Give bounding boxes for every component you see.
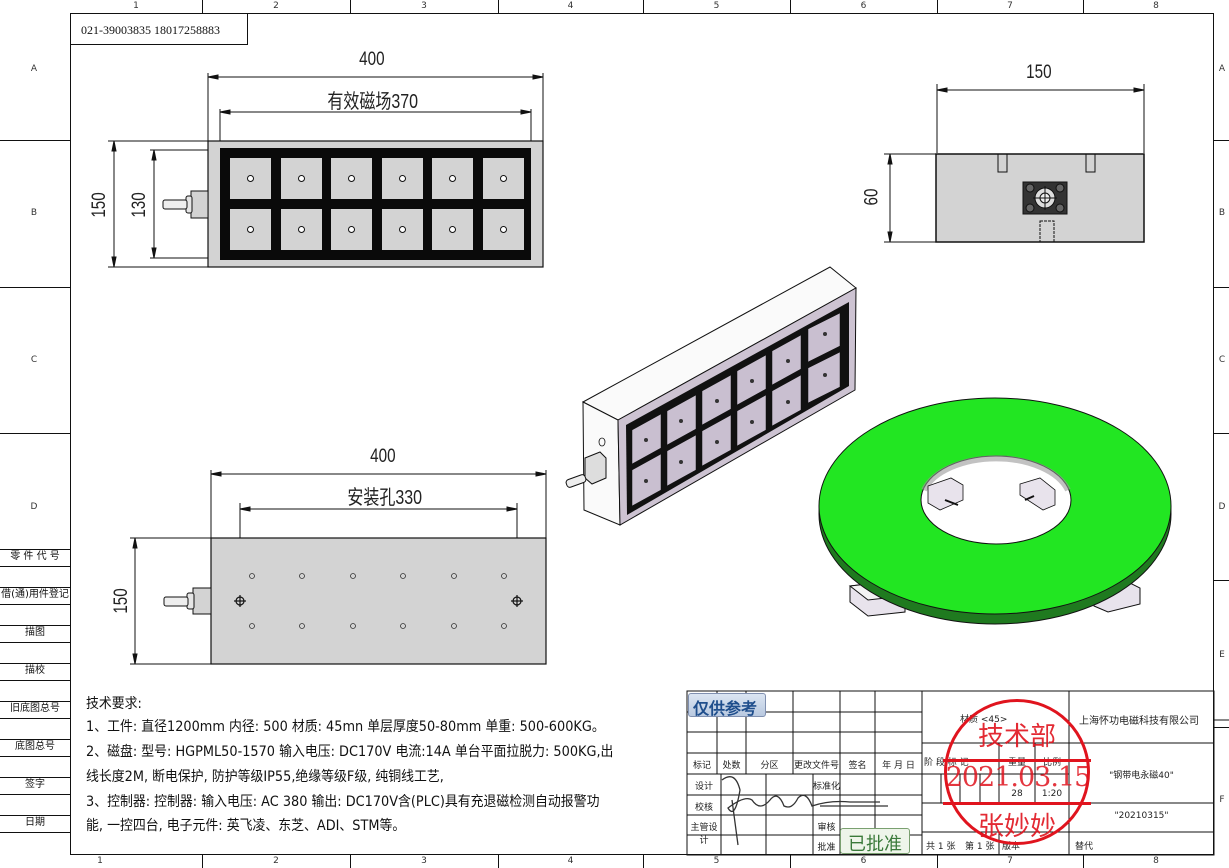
role-standardization: 标准化 [813, 782, 841, 792]
replaces-label: 替代 [1075, 842, 1094, 852]
zone-row-e-right: E [1219, 650, 1225, 660]
reference-only-text: 仅供参考 [693, 699, 758, 718]
tech-req-line-2: 2、磁盘: 型号: HGPML50-1570 输入电压: DC170V 电流:1… [86, 744, 614, 760]
zone-row-b: B [30, 208, 38, 218]
zone-col-7: 7 [1007, 1, 1013, 11]
left-record-strip: 零 件 代 号 借(通)用件登记 描图 描校 旧底图总号 底图总号 签字 日期 [0, 549, 70, 843]
strip-borrow-register: 借(通)用件登记 [0, 587, 70, 605]
zone-col-1: 1 [133, 1, 139, 11]
seal-date: 2021.03.15 [945, 762, 1092, 793]
rev-header-mark: 标记 [692, 761, 711, 771]
tech-req-line-3: 线长度2M, 断电保护, 防护等级IP55,绝缘等级F级, 纯铜线工艺, [86, 769, 444, 785]
seal-name: 张妙妙 [977, 812, 1056, 842]
zone-col-2-bottom: 2 [273, 856, 279, 866]
zone-col-6: 6 [860, 1, 867, 11]
zone-row-a-right: A [1218, 64, 1226, 74]
rev-header-date: 年 月 日 [882, 761, 915, 771]
rev-header-count: 处数 [722, 761, 741, 771]
magnetic-pole [432, 209, 473, 250]
role-approve: 批准 [817, 843, 836, 853]
zone-col-8-bottom: 8 [1153, 856, 1159, 866]
zone-row-f-right: F [1219, 795, 1225, 805]
magnetic-pole [331, 158, 372, 199]
approved-stamp: 已批准 [840, 828, 910, 855]
tech-requirements-title: 技术要求: [86, 696, 142, 712]
magnetic-pole [482, 158, 524, 199]
zone-col-8: 8 [1153, 1, 1159, 11]
front-dim-overall-width: 400 [359, 49, 385, 70]
zone-row-c-right: C [1218, 355, 1226, 365]
reference-only-stamp: 仅供参考 [688, 693, 766, 718]
rev-header-change-doc: 更改文件号 [793, 761, 839, 771]
zone-col-4: 4 [567, 1, 574, 11]
magnetic-pole [482, 209, 524, 250]
zone-row-d-right: D [1218, 502, 1226, 512]
sheet-number: 第 1 张 [965, 842, 995, 852]
role-check: 校核 [694, 803, 713, 813]
tech-req-line-4: 3、控制器: 控制器: 输入电压: AC 380 输出: DC170V含(PLC… [86, 794, 600, 810]
zone-col-2: 2 [273, 1, 279, 11]
zone-col-5-bottom: 5 [713, 856, 720, 866]
drawing-name: "钢带电永磁40" [1109, 771, 1174, 781]
magnetic-pole [331, 209, 372, 250]
rev-header-zone: 分区 [760, 761, 779, 771]
magnetic-pole [280, 209, 322, 250]
zone-col-6-bottom: 6 [860, 856, 867, 866]
department-seal: 技术部 2021.03.15 张妙妙 [943, 699, 1092, 845]
zone-col-7-bottom: 7 [1007, 856, 1013, 866]
drawing-frame [70, 13, 1214, 855]
approved-text: 已批准 [848, 834, 902, 855]
tech-req-line-5: 能, 一控四台, 电子元件: 英飞凌、东芝、ADI、STM等。 [86, 818, 406, 834]
zone-col-3: 3 [421, 1, 427, 11]
bottom-dim-overall-width: 400 [370, 446, 396, 467]
role-design: 设计 [694, 782, 713, 792]
contact-box: 021-39003835 18017258883 [70, 13, 248, 45]
zone-row-c: C [30, 355, 38, 365]
bottom-dim-mount-holes: 安装孔330 [347, 487, 423, 509]
zone-row-a: A [30, 64, 38, 74]
zone-col-4-bottom: 4 [567, 856, 574, 866]
role-chief-design: 主管设计 [690, 823, 718, 846]
version-label: 版本 [1002, 842, 1021, 852]
zone-col-5: 5 [713, 1, 720, 11]
role-review: 审核 [817, 823, 836, 833]
strip-trace: 描图 [0, 625, 70, 643]
company-name: 上海怀功电磁科技有限公司 [1079, 716, 1199, 727]
strip-trace-check: 描校 [0, 663, 70, 681]
zone-row-b-right: B [1218, 208, 1226, 218]
magnetic-pole [432, 158, 473, 199]
magnetic-pole [381, 158, 423, 199]
seal-department: 技术部 [977, 722, 1056, 752]
front-dim-effective-field: 有效磁场370 [327, 91, 419, 113]
rev-header-signature: 签名 [848, 761, 867, 771]
strip-master-no: 底图总号 [0, 739, 70, 757]
side-dim-width: 150 [1026, 62, 1052, 83]
zone-col-3-bottom: 3 [421, 856, 427, 866]
strip-old-master-no: 旧底图总号 [0, 701, 70, 719]
strip-part-code: 零 件 代 号 [0, 549, 70, 567]
magnetic-pole [230, 209, 271, 250]
sheets-total: 共 1 张 [926, 842, 956, 852]
drawing-number: "20210315" [1114, 811, 1169, 821]
magnetic-pole [280, 158, 322, 199]
strip-date: 日期 [0, 815, 70, 833]
contact-phone: 021-39003835 18017258883 [81, 23, 220, 37]
magnetic-pole [230, 158, 271, 199]
tech-req-line-1: 1、工件: 直径1200mm 内径: 500 材质: 45mn 单层厚度50-8… [86, 719, 605, 735]
zone-col-1-bottom: 1 [97, 856, 103, 866]
magnetic-pole [381, 209, 423, 250]
zone-row-d: D [30, 502, 38, 512]
front-pole-grid [230, 158, 530, 258]
strip-signature: 签字 [0, 777, 70, 795]
